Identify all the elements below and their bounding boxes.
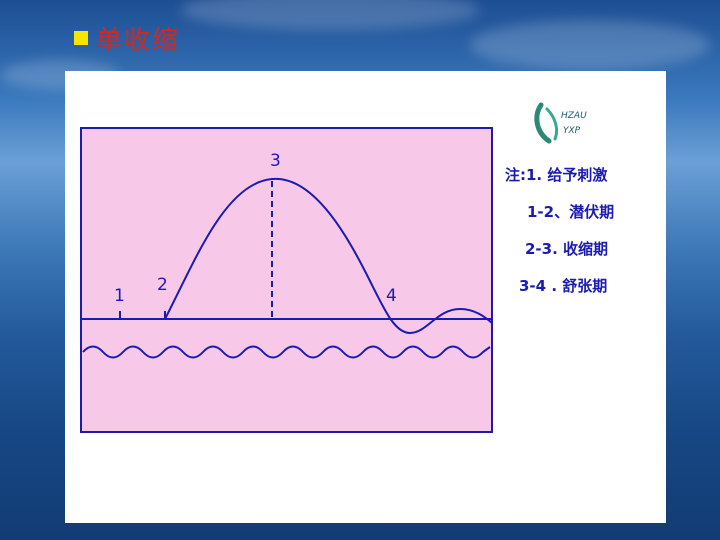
point-label-2: 2 — [157, 275, 168, 295]
point-label-1: 1 — [114, 286, 125, 306]
slide-title-text: 单收缩 — [96, 25, 181, 56]
bullet-square-icon — [74, 31, 88, 45]
logo-top-text: HZAU — [561, 111, 587, 121]
point-label-3: 3 — [270, 151, 281, 171]
recording-box — [80, 127, 493, 433]
logo-bottom-text: YXP — [563, 126, 581, 136]
hzau-logo-icon: HZAU YXP — [534, 102, 587, 144]
notes-legend: 注:1. 给予刺激 1-2、潜伏期 2-3. 收缩期 3-4 . 舒张期 — [505, 157, 614, 305]
contraction-curve — [164, 177, 493, 335]
note-stimulus: 注:1. 给予刺激 — [505, 166, 608, 184]
note-relaxation-period: 3-4 . 舒张期 — [519, 277, 608, 295]
note-latent-period: 1-2、潜伏期 — [527, 203, 615, 221]
slide-title: 单收缩 — [74, 20, 180, 56]
cloud-decoration — [180, 0, 480, 30]
time-trace-wave — [82, 345, 491, 359]
content-panel: 1 2 3 4 HZAU YXP 注:1. 给予刺激 1-2、潜伏期 2-3. … — [65, 71, 666, 523]
cloud-decoration — [470, 20, 710, 70]
twitch-diagram: 1 2 3 4 — [80, 127, 493, 433]
note-contraction-period: 2-3. 收缩期 — [525, 240, 609, 258]
point-label-4: 4 — [386, 286, 397, 306]
